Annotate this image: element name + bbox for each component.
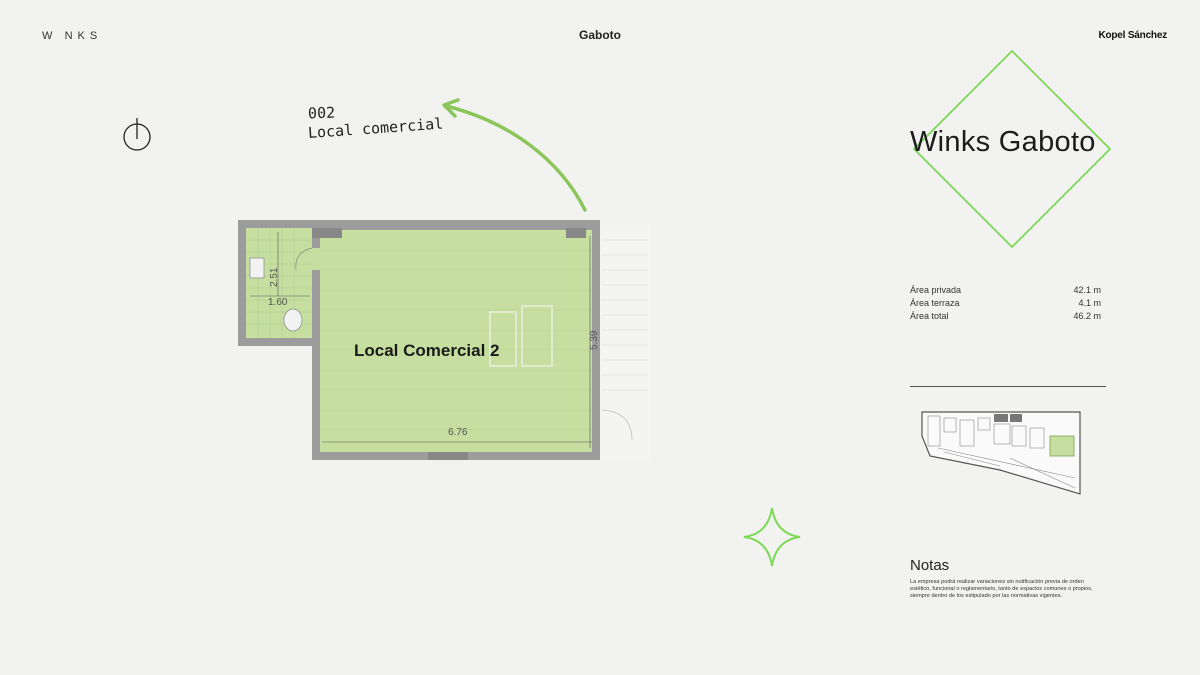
diamond-outline (912, 49, 1112, 249)
dim-main-height: 5.39 (589, 330, 600, 350)
curved-arrow (442, 98, 587, 212)
dim-bath-height: 2.51 (269, 267, 280, 287)
area-row-terrace: Área terraza 4.1 m (910, 297, 1101, 310)
floor-plan: 2.51 1.60 5.39 6.76 Local Comercial 2 (238, 220, 650, 460)
terrace-area (600, 225, 650, 460)
notes-body: La empresa podrá realizar variaciones si… (910, 579, 1093, 599)
brand-logo-winks: W NKS (42, 30, 103, 42)
area-row-private: Área privada 42.1 m (910, 284, 1101, 297)
area-table: Área privada 42.1 m Área terraza 4.1 m Á… (910, 284, 1101, 323)
brand-logo-kopel: Kopel Sánchez (1098, 30, 1167, 41)
compass-icon (123, 118, 151, 151)
area-label: Área total (910, 311, 949, 321)
key-plan (921, 411, 1081, 495)
area-row-total: Área total 46.2 m (910, 310, 1101, 323)
area-value: 46.2 m (1073, 311, 1101, 321)
room-label: Local Comercial 2 (354, 341, 500, 360)
area-label: Área terraza (910, 298, 960, 308)
project-title: Winks Gaboto (910, 126, 1096, 158)
project-name-header: Gaboto (579, 28, 621, 42)
section-divider (910, 386, 1106, 387)
sparkle-star-icon (743, 507, 801, 567)
notes-title: Notas (910, 557, 950, 574)
dim-bath-width: 1.60 (268, 297, 288, 308)
dim-main-width: 6.76 (448, 427, 468, 438)
unit-number: 002 (307, 103, 336, 123)
area-label: Área privada (910, 285, 962, 295)
area-value: 4.1 m (1078, 298, 1101, 308)
area-value: 42.1 m (1073, 285, 1101, 295)
